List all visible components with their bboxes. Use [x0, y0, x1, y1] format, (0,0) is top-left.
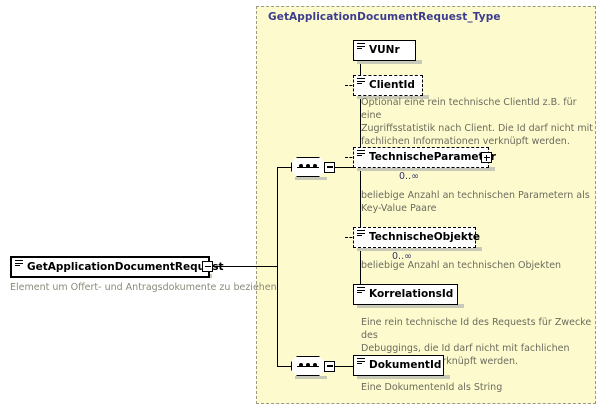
cardinality-technischeobjekte: 0..∞	[392, 251, 412, 262]
connector-main-vertical	[277, 167, 279, 367]
element-label-korrelationsid: KorrelationsId	[369, 288, 454, 301]
complex-type-panel	[256, 6, 596, 404]
sequence-2-dot	[313, 363, 317, 367]
dokumentid-shadow	[357, 375, 450, 379]
cardinality-technischeparameter: 0..∞	[399, 171, 419, 182]
element-doc-technischeobjekte: beliebige Anzahl an technischen Objekten	[361, 260, 562, 271]
complex-type-title: GetApplicationDocumentRequest_Type	[268, 11, 501, 23]
root-element-documentation: Element um Offert- und Antragsdokumente …	[10, 282, 277, 293]
root-element-label: GetApplicationDocumentRequest	[27, 260, 224, 273]
element-box-dokumentid[interactable]: DokumentId	[353, 355, 444, 376]
element-doc-clientid: Optional eine rein technische ClientId z…	[361, 97, 594, 147]
element-label-technischeobjekte: TechnischeObjekte	[369, 231, 481, 244]
sequence-1-shadow	[295, 177, 327, 180]
root-collapse-icon[interactable]	[202, 261, 213, 272]
technischeobjekte-shadow	[357, 247, 482, 251]
vunr-shadow	[357, 60, 422, 64]
element-icon	[15, 260, 23, 268]
element-label-dokumentid: DokumentId	[369, 359, 442, 372]
technischeparameter-shadow	[357, 167, 495, 171]
element-box-technischeobjekte[interactable]: TechnischeObjekte	[353, 227, 480, 248]
connector-to-sequence-1	[277, 167, 291, 169]
element-label-clientid: ClientId	[369, 79, 415, 92]
sequence-1-dot	[306, 164, 310, 168]
element-doc-korrelationsid: Eine rein technische Id des Requests für…	[361, 317, 592, 367]
connector-children-vertical	[360, 51, 362, 295]
element-box-korrelationsid[interactable]: KorrelationsId	[353, 284, 458, 305]
connector-root-to-tree	[213, 266, 278, 268]
sequence-compositor-1[interactable]	[291, 157, 335, 180]
korrelationsid-shadow	[357, 304, 464, 308]
element-icon	[357, 78, 365, 86]
element-box-clientid[interactable]: ClientId	[353, 75, 423, 96]
connector-to-sequence-2	[277, 366, 291, 368]
sequence-2-collapse-icon[interactable]	[324, 360, 335, 372]
sequence-2-shadow	[295, 376, 327, 379]
technischeparameter-expand-icon[interactable]	[481, 152, 492, 163]
element-icon	[357, 287, 365, 295]
element-icon	[357, 150, 365, 158]
element-icon	[357, 43, 365, 51]
element-label-technischeparameter: TechnischeParameter	[369, 151, 496, 164]
element-doc-technischeparameter: beliebige Anzahl an technischen Paramete…	[361, 190, 590, 214]
element-box-technischeparameter[interactable]: TechnischeParameter	[353, 147, 496, 168]
element-box-vunr[interactable]: VUNr	[353, 40, 416, 61]
element-icon	[357, 230, 365, 238]
element-icon	[357, 358, 365, 366]
sequence-1-collapse-icon[interactable]	[324, 161, 335, 173]
sequence-1-dot	[313, 164, 317, 168]
element-doc-dokumentid: Eine DokumentenId als String	[361, 382, 503, 393]
root-element-box[interactable]: GetApplicationDocumentRequest	[10, 256, 224, 278]
sequence-1-dot	[299, 164, 303, 168]
element-label-vunr: VUNr	[369, 44, 400, 57]
connector-sequence-1-out	[335, 167, 361, 169]
sequence-2-dot	[306, 363, 310, 367]
sequence-compositor-2[interactable]	[291, 356, 335, 379]
sequence-2-dot	[299, 363, 303, 367]
clientid-shadow	[357, 95, 429, 99]
connector-sequence-2-out	[335, 366, 353, 368]
